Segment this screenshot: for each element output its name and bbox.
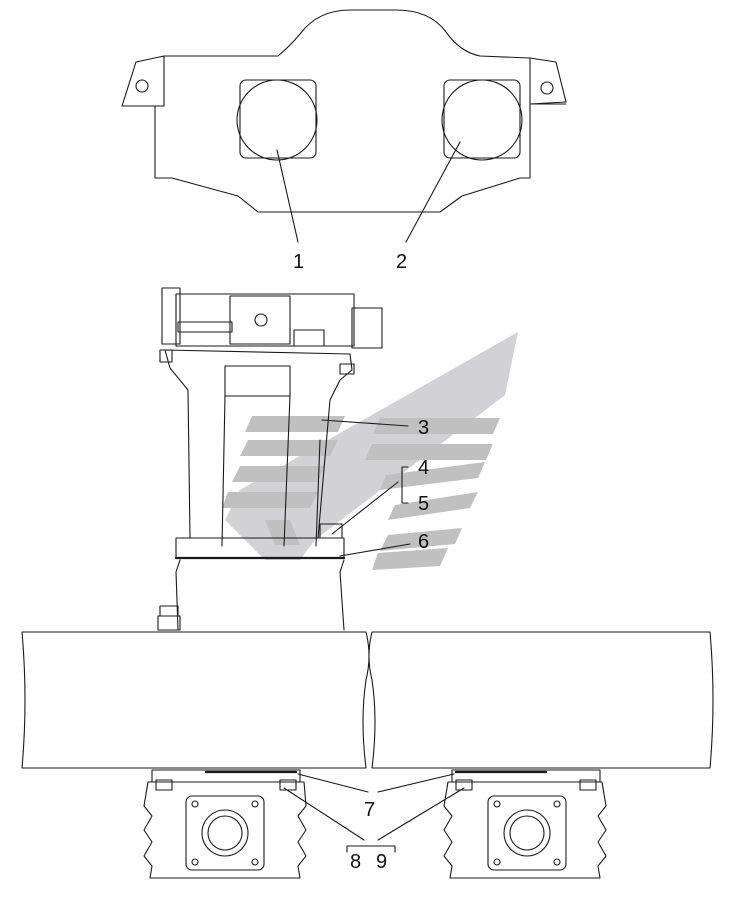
lower-right-unit: [443, 769, 607, 879]
logo-watermark: [222, 332, 518, 570]
lower-left-unit: [143, 769, 307, 879]
callout-3: 3: [418, 417, 429, 439]
upper-unit: [161, 287, 383, 349]
callout-5: 5: [418, 493, 429, 515]
main-beams: [21, 631, 714, 769]
top-view-plate: [121, 9, 567, 213]
callout-1: 1: [293, 251, 304, 273]
callout-labels: 1 2 3 4 5 6 7 8 9: [293, 251, 429, 873]
base-plate: [157, 537, 346, 631]
callout-7: 7: [364, 799, 375, 821]
bracket-body: [159, 349, 355, 547]
leader-lines: [276, 141, 465, 853]
callout-2: 2: [396, 251, 407, 273]
callout-9: 9: [376, 851, 387, 873]
callout-6: 6: [418, 531, 429, 553]
callout-8: 8: [350, 851, 361, 873]
callout-4: 4: [418, 457, 429, 479]
